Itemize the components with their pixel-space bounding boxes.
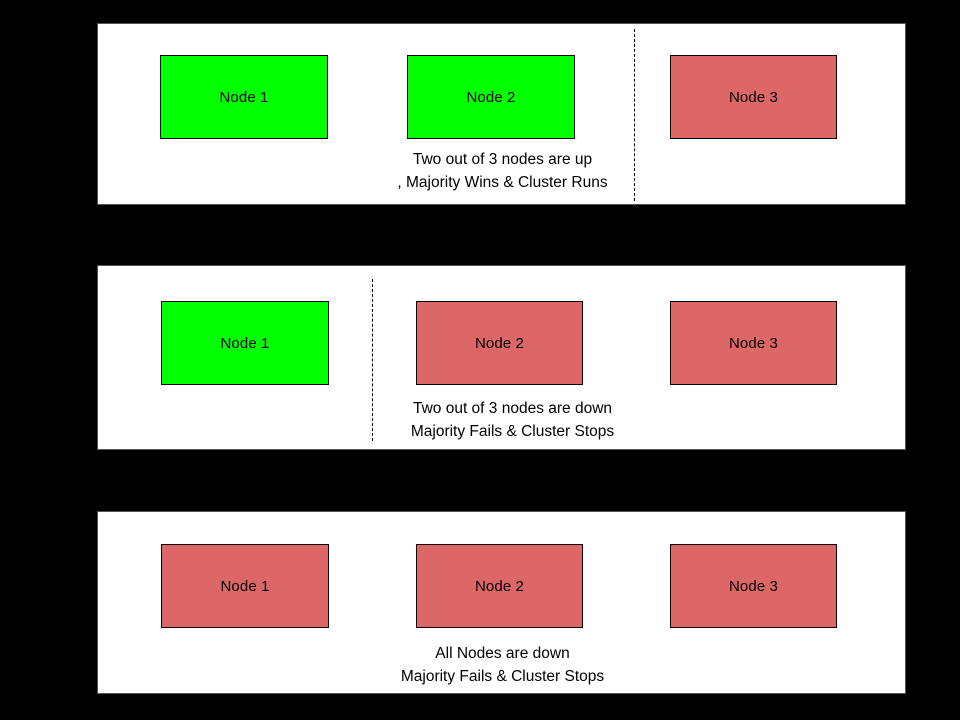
panel-scenario-all-down: Node 1 Node 2 Node 3 All Nodes are down …	[97, 511, 906, 694]
caption-line: Two out of 3 nodes are up	[412, 151, 593, 168]
quorum-divider-1	[634, 29, 635, 201]
node-label: Node 1	[219, 88, 269, 106]
caption-line: All Nodes are down	[435, 645, 570, 662]
node-box-3-1[interactable]: Node 1	[161, 544, 329, 628]
caption-line: , Majority Wins & Cluster Runs	[397, 174, 608, 191]
panel-caption-3: All Nodes are down Majority Fails & Clus…	[98, 642, 907, 688]
node-box-2-2[interactable]: Node 2	[416, 301, 583, 385]
node-box-1-1[interactable]: Node 1	[160, 55, 328, 139]
node-box-3-2[interactable]: Node 2	[416, 544, 583, 628]
node-box-3-3[interactable]: Node 3	[670, 544, 837, 628]
caption-line: Two out of 3 nodes are down	[412, 400, 613, 417]
quorum-divider-2	[372, 279, 373, 441]
panel-caption-1: Two out of 3 nodes are up , Majority Win…	[98, 148, 907, 194]
node-box-2-3[interactable]: Node 3	[670, 301, 837, 385]
panel-caption-2: Two out of 3 nodes are down Majority Fai…	[108, 397, 917, 443]
node-label: Node 3	[729, 334, 778, 352]
node-label: Node 2	[475, 334, 524, 352]
node-label: Node 3	[729, 88, 778, 106]
node-box-2-1[interactable]: Node 1	[161, 301, 329, 385]
node-box-1-2[interactable]: Node 2	[407, 55, 575, 139]
node-label: Node 1	[220, 577, 270, 595]
caption-line: Majority Fails & Cluster Stops	[400, 668, 605, 685]
node-label: Node 2	[475, 577, 524, 595]
node-label: Node 3	[729, 577, 778, 595]
panel-scenario-two-down: Node 1 Node 2 Node 3 Two out of 3 nodes …	[97, 265, 906, 450]
node-label: Node 1	[220, 334, 270, 352]
caption-line: Majority Fails & Cluster Stops	[410, 423, 615, 440]
panel-scenario-two-up: Node 1 Node 2 Node 3 Two out of 3 nodes …	[97, 23, 906, 205]
node-box-1-3[interactable]: Node 3	[670, 55, 837, 139]
node-label: Node 2	[466, 88, 516, 106]
